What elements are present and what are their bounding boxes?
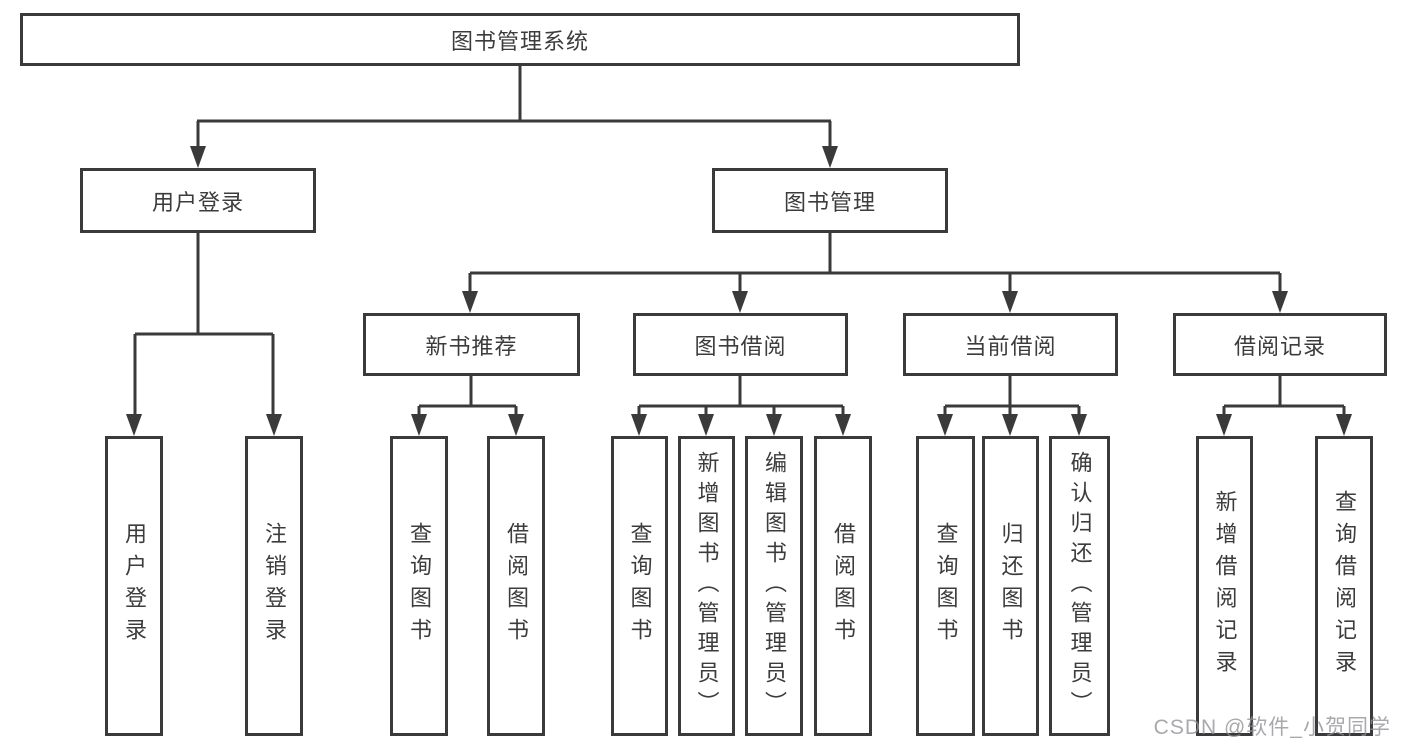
leaf-bb-edit-books-admin-label: 编辑图书（管理员） [762, 451, 787, 721]
node-user-login-label: 用户登录 [151, 189, 244, 215]
connector-userlogin-to-leaves [133, 233, 275, 420]
arrow-to-current-borrowing [1002, 291, 1018, 313]
connector-currentborrow-to-leaves [943, 376, 1081, 421]
leaf-bb-add-books-admin-label: 新增图书（管理员） [694, 451, 720, 721]
node-root-label: 图书管理系统 [450, 28, 589, 54]
leaf-bb-query-books-label: 查询图书 [627, 522, 653, 650]
arrow-to-nbr-query [411, 414, 427, 436]
leaf-cb-query-books-label: 查询图书 [933, 522, 959, 650]
connector-records-to-leaves [1222, 376, 1346, 421]
arrow-to-borrowing-records [1272, 291, 1288, 313]
connector-newbook-to-leaves [417, 376, 518, 421]
node-user-login: 用户登录 [80, 168, 316, 233]
leaf-user-login-label: 用户登录 [122, 522, 147, 650]
arrow-to-logout-leaf [266, 414, 282, 436]
node-leaf-bb-query-books: 查询图书 [611, 436, 668, 736]
arrowheads [126, 146, 1352, 436]
arrow-to-book-management [822, 146, 838, 168]
node-leaf-logout: 注销登录 [245, 436, 303, 736]
node-leaf-bb-edit-books-admin: 编辑图书（管理员） [745, 436, 803, 736]
node-leaf-nbr-query-books: 查询图书 [390, 436, 448, 736]
leaf-cb-return-books-label: 归还图书 [998, 522, 1024, 650]
arrow-to-cb-query [937, 414, 953, 436]
node-book-management: 图书管理 [712, 168, 948, 233]
node-leaf-cb-confirm-return-admin: 确认归还（管理员） [1049, 436, 1110, 736]
leaf-br-query-record-label: 查询借阅记录 [1332, 490, 1357, 682]
node-leaf-br-add-record: 新增借阅记录 [1196, 436, 1253, 736]
node-borrowing-records: 借阅记录 [1173, 313, 1387, 376]
node-current-borrowing: 当前借阅 [903, 313, 1118, 376]
node-book-borrowing: 图书借阅 [633, 313, 848, 376]
node-leaf-bb-borrow-books: 借阅图书 [814, 436, 872, 736]
connector-bookmgmt-to-level3 [468, 233, 1282, 297]
arrow-to-cb-confirm [1071, 414, 1087, 436]
node-leaf-br-query-record: 查询借阅记录 [1315, 436, 1373, 736]
leaf-bb-borrow-books-label: 借阅图书 [831, 522, 856, 650]
connector-bookborrow-to-leaves [637, 376, 845, 421]
arrow-to-bb-edit [766, 414, 782, 436]
node-new-book-recommend: 新书推荐 [363, 313, 580, 376]
node-leaf-bb-add-books-admin: 新增图书（管理员） [678, 436, 735, 736]
node-leaf-cb-return-books: 归还图书 [982, 436, 1039, 736]
arrow-to-bb-add [698, 414, 714, 436]
node-root-system: 图书管理系统 [20, 13, 1020, 66]
leaf-logout-label: 注销登录 [262, 522, 287, 650]
node-leaf-cb-query-books: 查询图书 [916, 436, 975, 736]
node-leaf-user-login: 用户登录 [105, 436, 163, 736]
connector-root-to-level2 [196, 66, 832, 150]
leaf-cb-confirm-return-admin-label: 确认归还（管理员） [1067, 451, 1093, 721]
leaf-nbr-query-books-label: 查询图书 [407, 522, 432, 650]
node-new-book-recommend-label: 新书推荐 [425, 333, 518, 359]
arrow-to-cb-return [1002, 414, 1018, 436]
node-leaf-nbr-borrow-books: 借阅图书 [487, 436, 545, 736]
arrow-to-book-borrowing [732, 291, 748, 313]
leaf-nbr-borrow-books-label: 借阅图书 [504, 522, 529, 650]
arrow-to-bb-borrow [835, 414, 851, 436]
arrow-to-br-add [1216, 414, 1232, 436]
arrow-to-user-login [190, 146, 206, 168]
arrow-to-new-book-recommend [462, 291, 478, 313]
csdn-watermark: CSDN @软件_小贺同学 [1153, 716, 1391, 739]
arrow-to-br-query [1336, 414, 1352, 436]
arrow-to-bb-query [631, 414, 647, 436]
node-book-management-label: 图书管理 [783, 189, 876, 215]
leaf-br-add-record-label: 新增借阅记录 [1212, 490, 1238, 682]
node-book-borrowing-label: 图书借阅 [694, 333, 787, 359]
node-borrowing-records-label: 借阅记录 [1233, 333, 1326, 359]
node-current-borrowing-label: 当前借阅 [964, 333, 1057, 359]
arrow-to-nbr-borrow [508, 414, 524, 436]
arrow-to-login-leaf [126, 414, 142, 436]
